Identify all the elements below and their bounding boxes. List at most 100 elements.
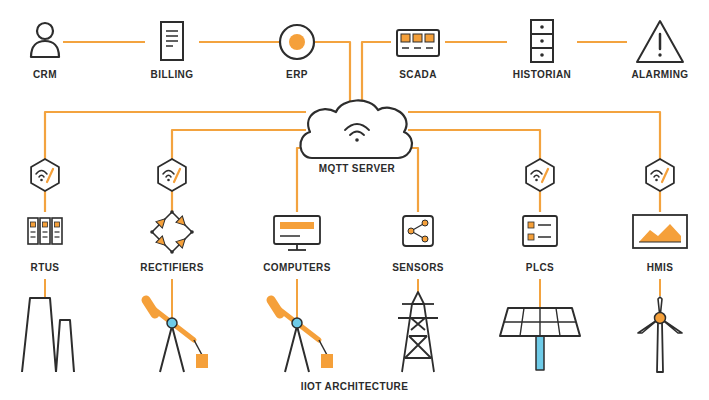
connector-line: [408, 148, 418, 212]
illustration: [531, 47, 553, 49]
illustration: [417, 279, 419, 292]
illustration: [538, 224, 551, 226]
illustration: [166, 45, 173, 47]
illustration: [271, 300, 280, 314]
illustration: [31, 236, 36, 237]
icon-node: BILLING: [145, 18, 199, 81]
illustration: [540, 53, 544, 57]
illustration: [539, 279, 541, 308]
connector-line: [45, 112, 306, 212]
illustration: [156, 236, 168, 248]
icon-node: RECTIFIERS: [135, 212, 209, 274]
illustration: [170, 210, 174, 214]
scada-icon: [397, 30, 439, 56]
illustration: [538, 236, 551, 238]
illustration: [43, 236, 48, 237]
illustration: [28, 218, 38, 244]
illustration: [296, 279, 298, 319]
illustration: [160, 326, 184, 372]
illustration: [161, 22, 183, 60]
illustration: [289, 34, 305, 50]
wifi-hexagon: [31, 159, 59, 191]
connector-line: [315, 42, 350, 101]
warning-icon: [637, 21, 683, 62]
illustration: [422, 220, 428, 226]
illustration: [402, 303, 434, 305]
illustration: [402, 47, 409, 49]
illustration: [657, 322, 663, 372]
plc-icon: [523, 216, 557, 246]
illustration: [146, 300, 155, 314]
connector-line: [63, 41, 145, 43]
illustration: [55, 231, 60, 232]
connector-line: [408, 112, 660, 212]
illustration: [31, 222, 36, 227]
connector-line: [445, 41, 507, 43]
illustration: [401, 34, 410, 42]
connector-line: [172, 130, 306, 212]
illustration: [190, 230, 194, 234]
illustration: [280, 25, 314, 59]
solar-panel-drawing: [500, 308, 580, 370]
illustration: [413, 34, 422, 42]
icon-node: RTUS: [15, 212, 75, 274]
illustration: [56, 320, 74, 372]
illustration: [345, 124, 369, 130]
illustration: [166, 30, 178, 32]
illustration: [280, 222, 314, 229]
illustration: [55, 222, 60, 227]
illustration: [44, 279, 46, 298]
illustration: [22, 20, 687, 372]
illustration: [523, 216, 557, 246]
illustration: [412, 292, 424, 304]
illustration: [167, 318, 177, 328]
illustration: [659, 34, 662, 49]
wifi-hexagon: [526, 159, 554, 191]
illustration: [170, 250, 174, 254]
illustration: [425, 34, 434, 42]
illustration: [426, 47, 433, 49]
cloud-icon: [300, 100, 412, 158]
illustration: [166, 35, 178, 37]
illustration: [639, 224, 681, 242]
icon-node: ERP: [279, 18, 315, 81]
connector-line: [362, 42, 391, 101]
illustration: [355, 138, 359, 142]
node-label: CRM: [33, 69, 57, 81]
wind-turbine-drawing: [638, 297, 682, 372]
illustration: [43, 231, 48, 232]
illustration: [300, 100, 412, 158]
illustration: [398, 317, 438, 319]
node-label: SENSORS: [392, 262, 444, 274]
illustration: [531, 33, 553, 35]
illustration: [274, 216, 320, 244]
icon-node: SENSORS: [387, 212, 449, 274]
illustration: [500, 308, 580, 336]
illustration: [319, 340, 327, 355]
pumpjack-drawing: [146, 300, 208, 372]
computer-icon: [274, 216, 320, 250]
connector-line: [408, 130, 540, 212]
illustration: [166, 40, 178, 42]
illustration: [655, 313, 666, 324]
icon-node: MQTT SERVER: [306, 101, 408, 175]
illustration: [637, 21, 683, 62]
pylon-drawing: [398, 292, 438, 372]
illustration: [321, 354, 333, 368]
illustration: [52, 218, 62, 244]
node-label: HISTORIAN: [513, 69, 571, 81]
node-label: HMIS: [647, 262, 674, 274]
illustration: [531, 20, 553, 62]
node-label: MQTT SERVER: [319, 163, 395, 175]
illustration: [350, 132, 364, 136]
sensor-icon: [403, 216, 433, 246]
illustration: [528, 234, 534, 240]
node-label: ERP: [286, 69, 308, 81]
illustration: [540, 39, 544, 43]
illustration: [280, 235, 300, 237]
illustration: [194, 340, 202, 355]
illustration: [397, 30, 439, 56]
illustration: [31, 231, 36, 232]
illustration: [658, 53, 661, 56]
rectifier-icon: [150, 210, 194, 254]
